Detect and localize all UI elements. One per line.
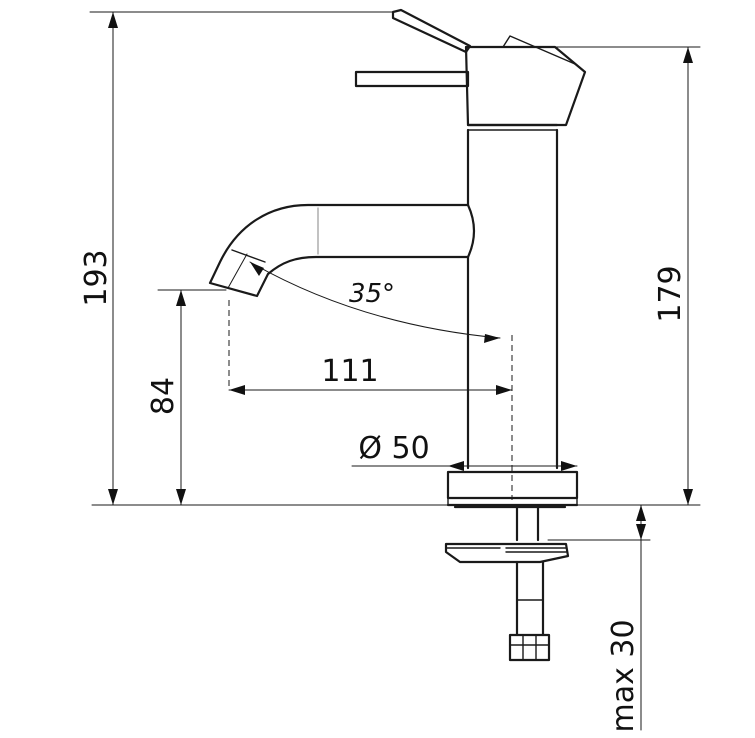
dimension-angle-35: 35° — [249, 261, 501, 343]
dimension-max-30: max 30 — [606, 504, 646, 733]
dimension-label-diameter: Ø 50 — [358, 431, 429, 466]
dimension-label-max-30: max 30 — [606, 619, 641, 732]
dimension-label-179: 179 — [653, 265, 688, 322]
mounting-assembly — [444, 505, 570, 662]
dimension-111: 111 — [228, 354, 513, 395]
dimension-diameter-50: Ø 50 — [351, 431, 578, 471]
centerlines — [228, 300, 513, 500]
dimension-label-111: 111 — [321, 354, 378, 389]
dimension-label-84: 84 — [146, 377, 181, 415]
faucet-body — [208, 8, 587, 507]
dimension-179: 179 — [653, 46, 693, 506]
dimension-label-193: 193 — [79, 249, 114, 306]
dimension-193: 193 — [79, 11, 118, 506]
dimension-label-angle: 35° — [349, 279, 395, 309]
dimension-84: 84 — [146, 289, 186, 506]
